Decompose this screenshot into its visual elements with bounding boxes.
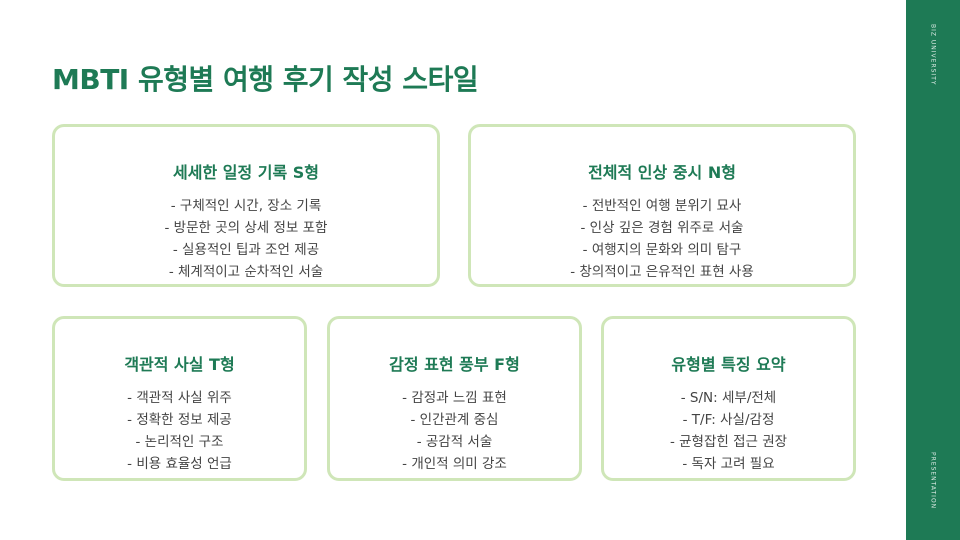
- card-title: 유형별 특징 요약: [671, 355, 786, 374]
- list-item: - 객관적 사실 위주: [127, 390, 232, 406]
- card-title: 전체적 인상 중시 N형: [588, 163, 736, 182]
- card-summary: 유형별 특징 요약 - S/N: 세부/전체 - T/F: 사실/감정 - 균형…: [601, 316, 856, 481]
- list-item: - 정확한 정보 제공: [127, 412, 232, 428]
- page-title: MBTI 유형별 여행 후기 작성 스타일: [52, 63, 479, 96]
- list-item: - 구체적인 시간, 장소 기록: [170, 198, 322, 214]
- card-title: 객관적 사실 T형: [124, 355, 235, 374]
- card-s-type: 세세한 일정 기록 S형 - 구체적인 시간, 장소 기록 - 방문한 곳의 상…: [52, 124, 440, 287]
- card-title: 세세한 일정 기록 S형: [173, 163, 319, 182]
- list-item: - T/F: 사실/감정: [682, 412, 775, 428]
- card-list: - S/N: 세부/전체 - T/F: 사실/감정 - 균형잡힌 접근 권장 -…: [604, 387, 853, 475]
- list-item: - 논리적인 구조: [135, 434, 224, 450]
- list-item: - 인간관계 중심: [410, 412, 499, 428]
- list-item: - 균형잡힌 접근 권장: [669, 434, 788, 450]
- card-list: - 감정과 느낌 표현 - 인간관계 중심 - 공감적 서술 - 개인적 의미 …: [330, 387, 579, 475]
- list-item: - 공감적 서술: [416, 434, 493, 450]
- card-t-type: 객관적 사실 T형 - 객관적 사실 위주 - 정확한 정보 제공 - 논리적인…: [52, 316, 307, 481]
- list-item: - 체계적이고 순차적인 서술: [168, 264, 324, 280]
- list-item: - 개인적 의미 강조: [402, 456, 507, 472]
- list-item: - 감정과 느낌 표현: [402, 390, 507, 406]
- card-list: - 객관적 사실 위주 - 정확한 정보 제공 - 논리적인 구조 - 비용 효…: [55, 387, 304, 475]
- card-list: - 전반적인 여행 분위기 묘사 - 인상 깊은 경험 위주로 서술 - 여행지…: [471, 195, 853, 283]
- card-f-type: 감정 표현 풍부 F형 - 감정과 느낌 표현 - 인간관계 중심 - 공감적 …: [327, 316, 582, 481]
- list-item: - S/N: 세부/전체: [680, 390, 777, 406]
- list-item: - 창의적이고 은유적인 표현 사용: [570, 264, 754, 280]
- card-list: - 구체적인 시간, 장소 기록 - 방문한 곳의 상세 정보 포함 - 실용적…: [55, 195, 437, 283]
- list-item: - 여행지의 문화와 의미 탐구: [582, 242, 742, 258]
- list-item: - 전반적인 여행 분위기 묘사: [582, 198, 742, 214]
- list-item: - 인상 깊은 경험 위주로 서술: [580, 220, 744, 236]
- list-item: - 비용 효율성 언급: [127, 456, 232, 472]
- card-title: 감정 표현 풍부 F형: [389, 355, 520, 374]
- presentation-label: PRESENTATION: [929, 452, 937, 510]
- list-item: - 방문한 곳의 상세 정보 포함: [164, 220, 328, 236]
- list-item: - 독자 고려 필요: [682, 456, 775, 472]
- card-n-type: 전체적 인상 중시 N형 - 전반적인 여행 분위기 묘사 - 인상 깊은 경험…: [468, 124, 856, 287]
- list-item: - 실용적인 팁과 조언 제공: [172, 242, 320, 258]
- brand-label: BIZ UNIVERSITY: [929, 24, 937, 86]
- side-band: BIZ UNIVERSITY PRESENTATION: [906, 0, 960, 540]
